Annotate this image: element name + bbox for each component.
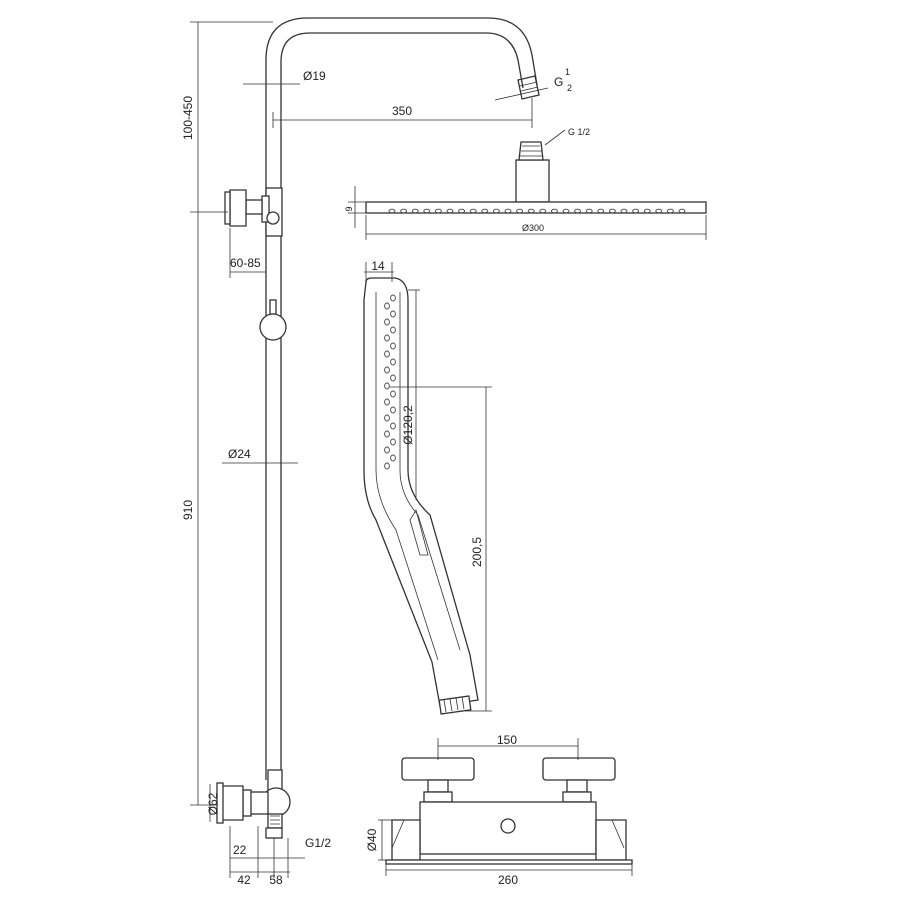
- dim-column-height: 910: [181, 500, 195, 520]
- hand-nozzle: [390, 390, 396, 398]
- head-nozzle: [492, 208, 500, 214]
- head-nozzle: [539, 208, 547, 214]
- head-nozzle: [666, 208, 674, 214]
- dim-offset-b: 42: [237, 873, 251, 887]
- head-nozzle: [585, 208, 593, 214]
- hand-nozzle: [390, 342, 396, 350]
- dim-hand-width: 14: [371, 259, 385, 273]
- dim-column-dia: Ø24: [228, 447, 251, 461]
- hand-nozzle: [384, 462, 390, 470]
- dim-valve-width: 260: [498, 873, 518, 887]
- hand-nozzle: [384, 446, 390, 454]
- head-nozzle: [423, 208, 431, 214]
- thermostatic-mixer: 150 Ø40 260: [365, 733, 633, 887]
- hand-nozzle: [390, 358, 396, 366]
- hand-nozzle-column: [384, 294, 396, 470]
- dim-arm-thread-den: 2: [567, 83, 572, 93]
- head-nozzle: [469, 208, 477, 214]
- hand-nozzle: [384, 302, 390, 310]
- hand-nozzle: [384, 350, 390, 358]
- hand-nozzle: [390, 406, 396, 414]
- dim-offset-c: 58: [269, 873, 283, 887]
- hand-nozzle: [384, 430, 390, 438]
- hand-nozzle: [384, 414, 390, 422]
- hand-nozzle: [384, 382, 390, 390]
- head-nozzle: [446, 208, 454, 214]
- shower-column: [216, 17, 540, 839]
- head-nozzle: [643, 208, 651, 214]
- hand-nozzle: [390, 310, 396, 318]
- dim-head-thread: G 1/2: [568, 127, 590, 137]
- head-nozzle-row: [388, 208, 686, 214]
- head-nozzle: [388, 208, 396, 214]
- dim-arm-thread-num: 1: [565, 67, 570, 77]
- dim-inlet-thread: G1/2: [305, 836, 331, 850]
- head-nozzle: [516, 208, 524, 214]
- hand-nozzle: [390, 326, 396, 334]
- hand-nozzle: [390, 438, 396, 446]
- head-nozzle: [608, 208, 616, 214]
- dim-valve-body: Ø40: [365, 828, 379, 851]
- head-nozzle: [574, 208, 582, 214]
- head-nozzle: [527, 208, 535, 214]
- dim-arm-thread: G: [554, 75, 563, 89]
- head-nozzle: [597, 208, 605, 214]
- hand-nozzle: [390, 374, 396, 382]
- dim-offset-a: 22: [233, 843, 247, 857]
- dim-valve-center: 150: [497, 733, 517, 747]
- dim-knob-dia: Ø62: [206, 792, 220, 815]
- hand-nozzle: [384, 398, 390, 406]
- hand-nozzle: [390, 454, 396, 462]
- dim-head-thickness: 9: [344, 206, 354, 211]
- dim-top-height: 100-450: [181, 96, 195, 140]
- head-nozzle: [620, 208, 628, 214]
- hand-nozzle: [384, 334, 390, 342]
- hand-shower: 14 Ø120,2 200,5: [363, 259, 492, 715]
- head-nozzle: [400, 208, 408, 214]
- rain-shower-head: G 1/2 9 Ø300: [344, 127, 707, 240]
- dim-head-diameter: Ø300: [522, 223, 544, 233]
- hand-nozzle: [390, 422, 396, 430]
- hand-nozzle: [384, 366, 390, 374]
- dim-arm-length: 350: [392, 104, 412, 118]
- hand-nozzle: [384, 318, 390, 326]
- head-nozzle: [550, 208, 558, 214]
- head-nozzle: [678, 208, 686, 214]
- dim-pipe-top: Ø19: [303, 69, 326, 83]
- head-nozzle: [562, 208, 570, 214]
- head-nozzle: [632, 208, 640, 214]
- column-dimensions: 100-450 910 Ø19 350 G 1 2 60-85 Ø24 Ø62: [181, 21, 572, 887]
- dim-holder-range: 60-85: [230, 256, 261, 270]
- head-nozzle: [458, 208, 466, 214]
- head-nozzle: [434, 208, 442, 214]
- head-nozzle: [504, 208, 512, 214]
- dim-hand-length: 200,5: [470, 537, 484, 567]
- dim-hand-face: Ø120,2: [401, 405, 415, 445]
- head-nozzle: [411, 208, 419, 214]
- head-nozzle: [481, 208, 489, 214]
- head-nozzle: [655, 208, 663, 214]
- hand-nozzle: [390, 294, 396, 302]
